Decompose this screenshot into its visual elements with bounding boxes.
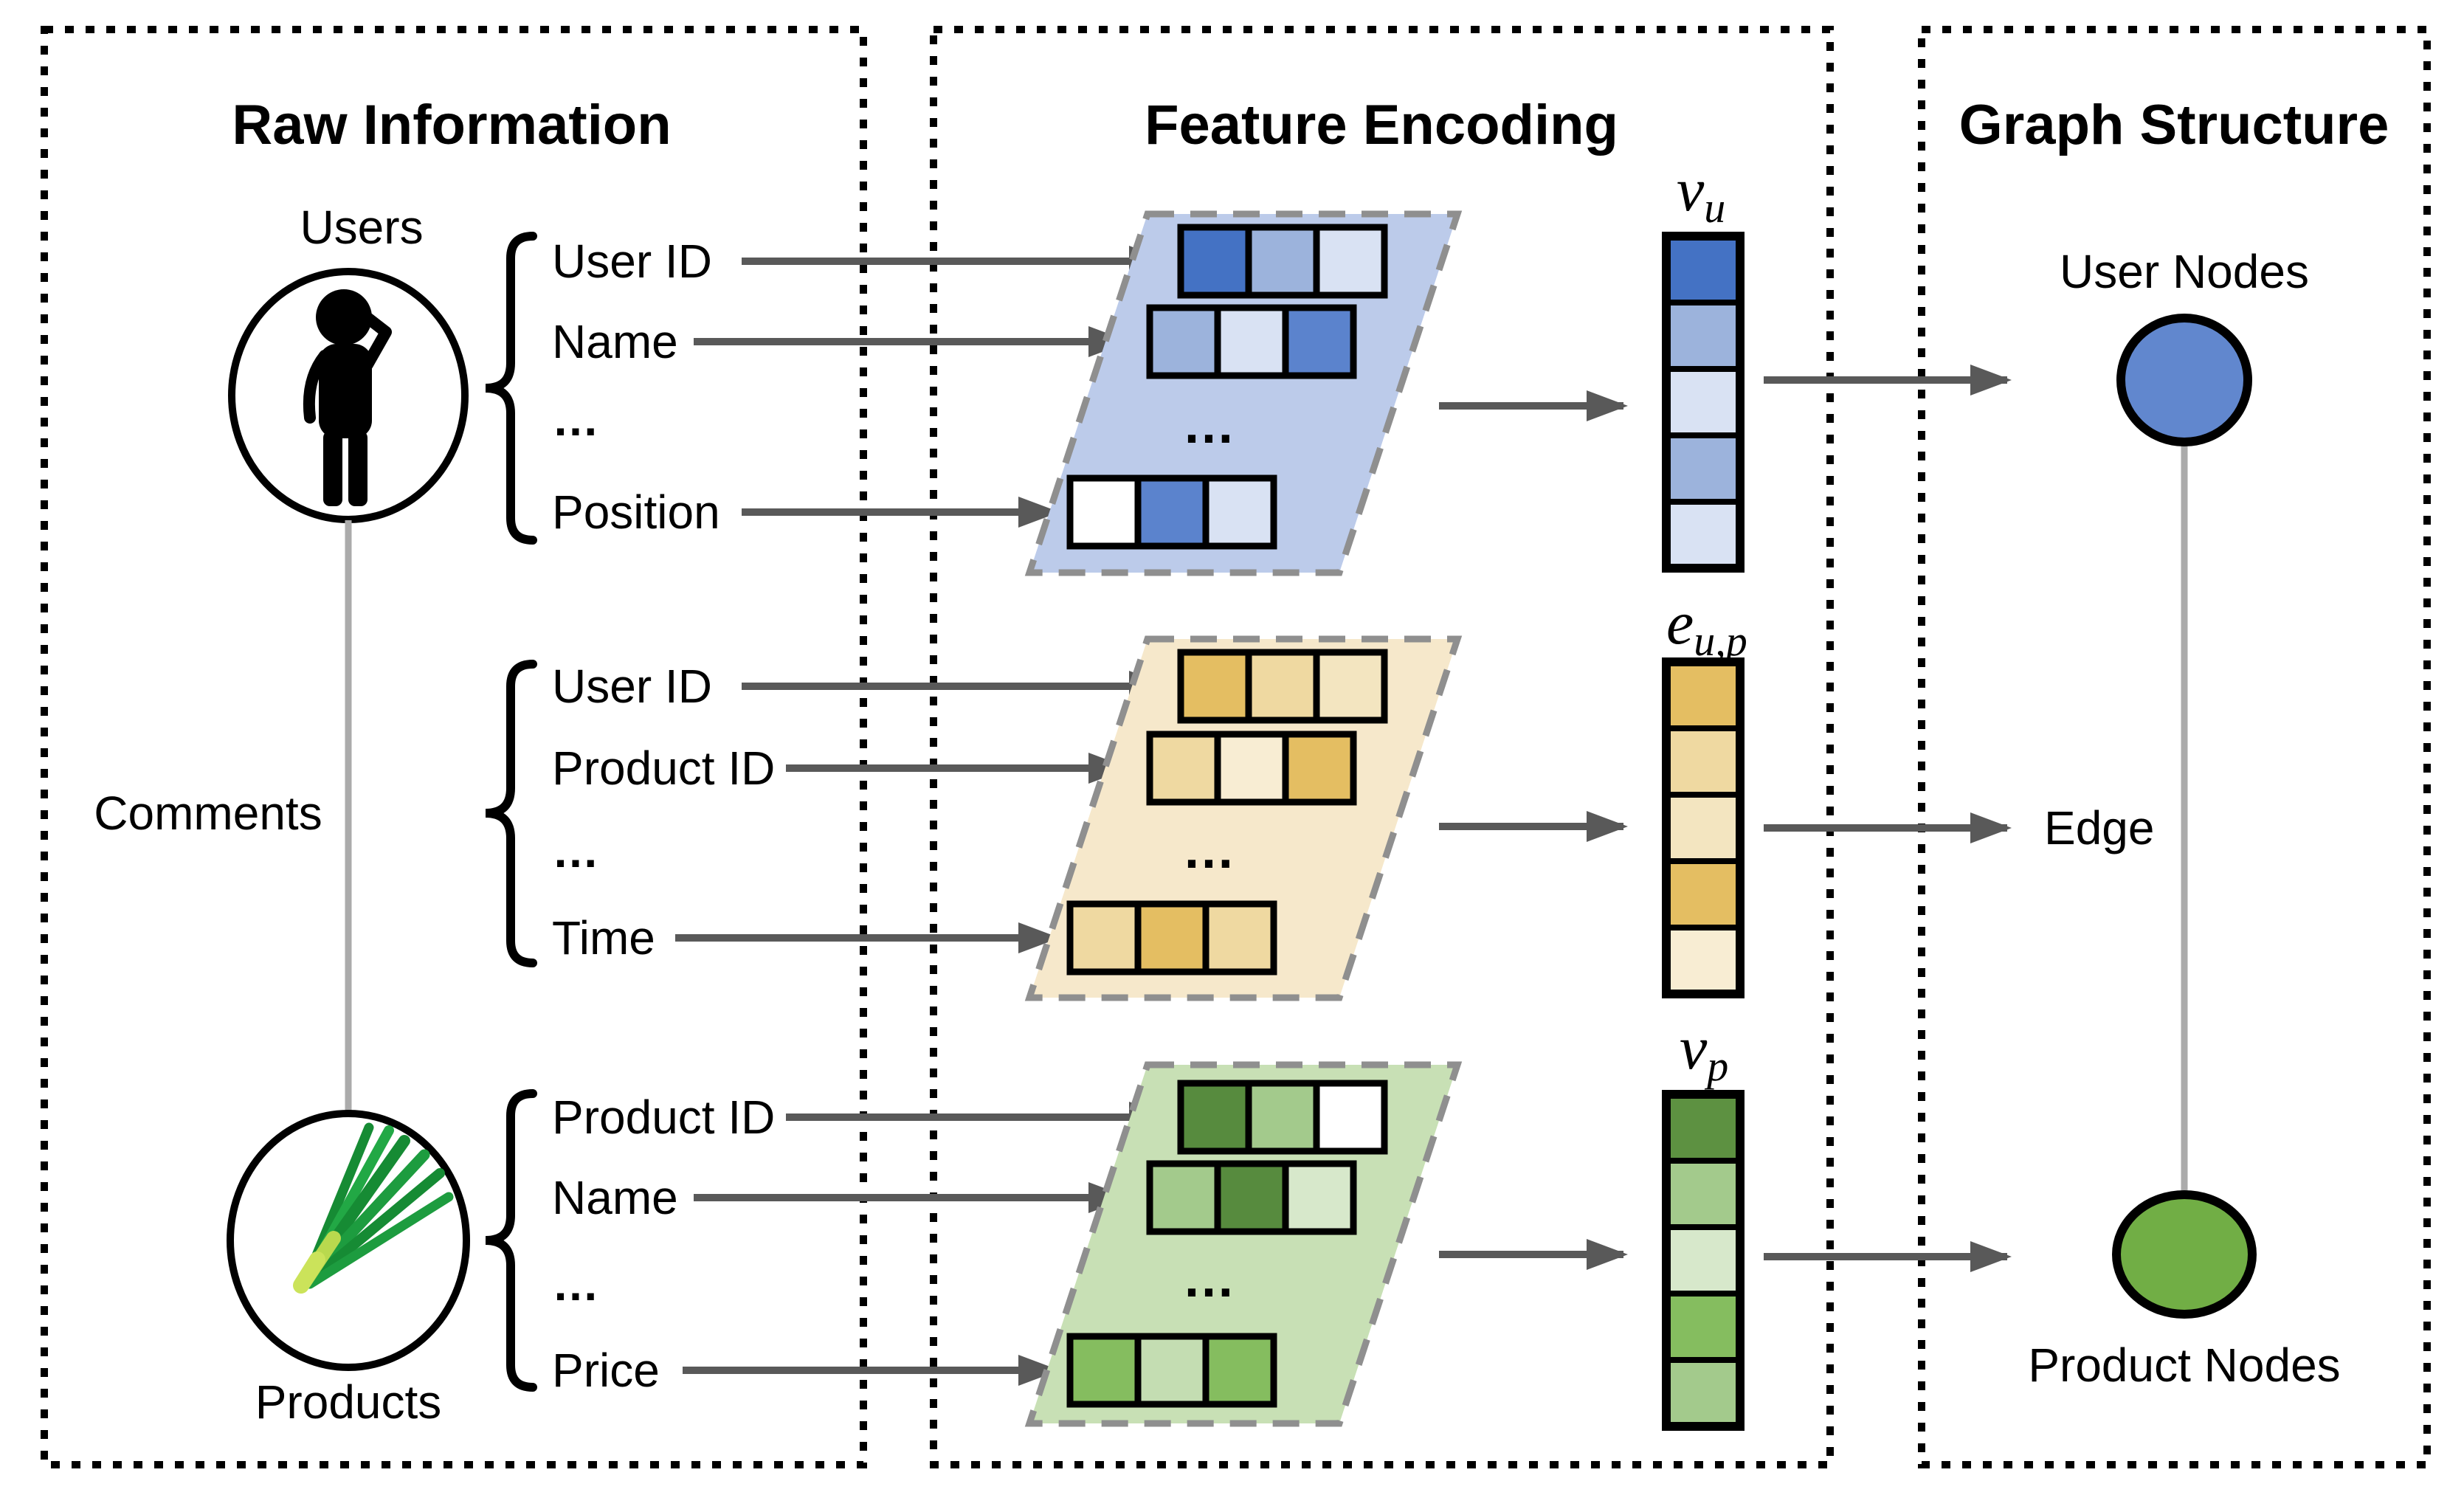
comment-attr-product-id: Product ID: [552, 742, 775, 795]
matrix-cell: [1282, 304, 1357, 379]
person-icon: [303, 289, 392, 506]
user-node-circle: [2116, 314, 2252, 446]
product-matrix-row-2: [1146, 1160, 1357, 1235]
matrix-cell: [1146, 1160, 1221, 1235]
matrix-cell: [1313, 649, 1388, 724]
matrix-cell: [1066, 1333, 1142, 1408]
matrix-cell: [1134, 900, 1209, 976]
comment-vector-label: eu,p: [1666, 589, 1747, 665]
matrix-cell: [1066, 474, 1142, 550]
scallion-icon: [293, 1122, 454, 1294]
graph-structure-title: Graph Structure: [1959, 94, 2389, 156]
matrix-cell: [1177, 649, 1252, 724]
products-attributes-brace: [485, 1089, 537, 1392]
comment-matrix-row-2: [1146, 731, 1357, 806]
user-matrix-row-3: [1066, 474, 1277, 550]
user-vector-label: vu: [1677, 156, 1725, 232]
user-matrix-ellipsis: …: [1182, 396, 1241, 455]
product-nodes-label: Product Nodes: [2028, 1339, 2340, 1392]
user-vector: [1662, 232, 1745, 573]
user-attr-name: Name: [552, 315, 678, 368]
matrix-cell: [1245, 649, 1320, 724]
comments-label: Comments: [94, 787, 322, 840]
product-attr-price: Price: [552, 1344, 660, 1397]
users-attributes-brace: [485, 232, 537, 545]
matrix-cell: [1214, 304, 1289, 379]
vector-cell: [1663, 1091, 1743, 1164]
product-matrix-row-1: [1177, 1080, 1388, 1155]
vector-cell: [1663, 659, 1743, 731]
matrix-cell: [1202, 1333, 1277, 1408]
matrix-cell: [1202, 900, 1277, 976]
matrix-cell: [1146, 304, 1221, 379]
feature-encoding-title: Feature Encoding: [1145, 94, 1618, 156]
product-attr-product-id: Product ID: [552, 1091, 775, 1144]
user-attr-ellipsis: …: [552, 393, 604, 446]
vector-cell: [1663, 366, 1743, 438]
matrix-cell: [1146, 731, 1221, 806]
raw-information-title: Raw Information: [232, 94, 671, 156]
product-vector-label: vp: [1680, 1014, 1728, 1090]
user-attr-user-id: User ID: [552, 235, 712, 288]
vector-cell: [1663, 725, 1743, 798]
product-attr-name: Name: [552, 1171, 678, 1224]
product-matrix-ellipsis: …: [1182, 1249, 1241, 1308]
products-label: Products: [255, 1375, 442, 1429]
matrix-cell: [1066, 900, 1142, 976]
matrix-cell: [1134, 1333, 1209, 1408]
edge-label: Edge: [2044, 801, 2154, 854]
comment-attr-time: Time: [552, 911, 655, 964]
vector-cell: [1663, 858, 1743, 931]
vector-cell: [1663, 925, 1743, 997]
vector-cell: [1663, 792, 1743, 864]
matrix-cell: [1245, 1080, 1320, 1155]
users-label: Users: [300, 201, 423, 254]
matrix-cell: [1313, 224, 1388, 299]
matrix-cell: [1214, 1160, 1289, 1235]
comment-matrix-row-3: [1066, 900, 1277, 976]
vector-cell: [1663, 233, 1743, 305]
product-vector: [1662, 1090, 1745, 1431]
vector-cell: [1663, 1224, 1743, 1297]
vector-cell: [1663, 1357, 1743, 1429]
user-matrix-row-2: [1146, 304, 1357, 379]
comment-vector: [1662, 657, 1745, 998]
user-nodes-label: User Nodes: [2060, 245, 2309, 298]
vector-cell: [1663, 1158, 1743, 1230]
comments-attributes-brace: [485, 660, 537, 967]
matrix-cell: [1282, 1160, 1357, 1235]
matrix-cell: [1245, 224, 1320, 299]
comment-matrix-row-1: [1177, 649, 1388, 724]
raw-information-panel: [41, 26, 867, 1468]
comment-attr-ellipsis: …: [552, 824, 604, 877]
matrix-cell: [1214, 731, 1289, 806]
user-attr-position: Position: [552, 486, 720, 539]
product-matrix-row-3: [1066, 1333, 1277, 1408]
user-matrix-row-1: [1177, 224, 1388, 299]
product-node-circle: [2112, 1190, 2257, 1319]
matrix-cell: [1177, 1080, 1252, 1155]
comment-matrix-ellipsis: …: [1182, 821, 1241, 880]
vector-cell: [1663, 1291, 1743, 1363]
matrix-cell: [1134, 474, 1209, 550]
product-attr-ellipsis: …: [552, 1257, 604, 1311]
matrix-cell: [1282, 731, 1357, 806]
matrix-cell: [1313, 1080, 1388, 1155]
vector-cell: [1663, 499, 1743, 571]
vector-cell: [1663, 432, 1743, 505]
graph-structure-panel: [1918, 26, 2431, 1468]
matrix-cell: [1177, 224, 1252, 299]
vector-cell: [1663, 300, 1743, 372]
comment-attr-user-id: User ID: [552, 660, 712, 713]
feature-encoding-panel: [930, 26, 1834, 1468]
matrix-cell: [1202, 474, 1277, 550]
